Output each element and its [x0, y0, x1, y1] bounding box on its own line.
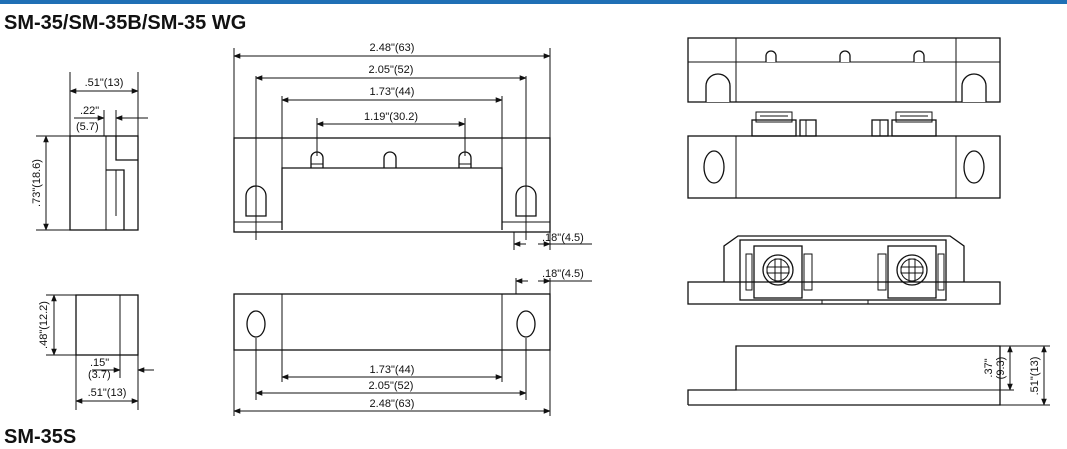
- dim-label: .18"(4.5): [542, 268, 584, 280]
- bottom-view-slots: [687, 37, 1001, 103]
- top-accent-bar: [0, 0, 1067, 4]
- dim-front-flange: .18"(4.5): [513, 232, 592, 250]
- front-view: [233, 137, 551, 233]
- dim-label: (3.7): [88, 369, 111, 381]
- dim-front-body: 1.73"(44): [281, 86, 503, 168]
- dim-label: 2.05"(52): [369, 64, 414, 76]
- dim-side-bot-width: .51"(13): [75, 355, 139, 410]
- dim-label: .18"(4.5): [542, 232, 584, 244]
- dim-side-top-width: .51"(13): [69, 72, 139, 136]
- dim-label: 1.19"(30.2): [364, 111, 418, 123]
- dim-front-pins: 1.19"(30.2): [316, 111, 466, 156]
- dim-label: (5.7): [76, 121, 99, 133]
- side-view-short: [75, 294, 139, 356]
- dim-side-bot-height: .48"(12.2): [38, 294, 76, 356]
- dim-side-top-height: .73"(18.6): [31, 135, 70, 231]
- dim-label: 2.48"(63): [370, 42, 415, 54]
- dim-iso-inner: .37" (9.3): [983, 345, 1014, 391]
- dim-label: 1.73"(44): [370, 86, 415, 98]
- plan-view: [233, 293, 551, 351]
- dim-label: .22": [80, 105, 99, 117]
- bottom-side-view: [687, 345, 1001, 406]
- page-title: SM-35/SM-35B/SM-35 WG: [4, 12, 247, 34]
- dim-label: 2.05"(52): [369, 380, 414, 392]
- top-view-screws: [687, 235, 1001, 305]
- dim-label: .15": [90, 357, 109, 369]
- dim-plan-overall: 2.48"(63): [233, 350, 551, 416]
- dim-iso-outer: .51"(13): [1000, 345, 1050, 406]
- dim-side-bot-slot: .15" (3.7): [88, 355, 154, 381]
- dim-front-holes: 2.05"(52): [255, 64, 527, 240]
- next-section-title: SM-35S: [4, 426, 77, 448]
- dim-plan-holes: 2.05"(52): [255, 338, 527, 400]
- dim-label: .73"(18.6): [31, 159, 43, 207]
- dim-front-overall: 2.48"(63): [233, 42, 551, 138]
- drawing-canvas: .51"(13) .22" (5.7) .73"(18.6) .48"(12.2…: [31, 37, 1050, 416]
- dim-plan-flange: .18"(4.5): [515, 268, 592, 294]
- dim-label: .48"(12.2): [38, 301, 50, 349]
- side-view-terminals: [687, 111, 1001, 199]
- side-view-tall: [69, 135, 139, 231]
- dim-label: 1.73"(44): [370, 364, 415, 376]
- dim-label: .51"(13): [1029, 357, 1041, 396]
- dim-label: .51"(13): [88, 387, 127, 399]
- dim-plan-body: 1.73"(44): [281, 350, 503, 382]
- dim-label: 2.48"(63): [370, 398, 415, 410]
- dim-label: (9.3): [995, 357, 1007, 380]
- dim-label: .37": [983, 358, 995, 377]
- dim-label: .51"(13): [85, 77, 124, 89]
- dim-side-top-slot: .22" (5.7): [74, 105, 148, 136]
